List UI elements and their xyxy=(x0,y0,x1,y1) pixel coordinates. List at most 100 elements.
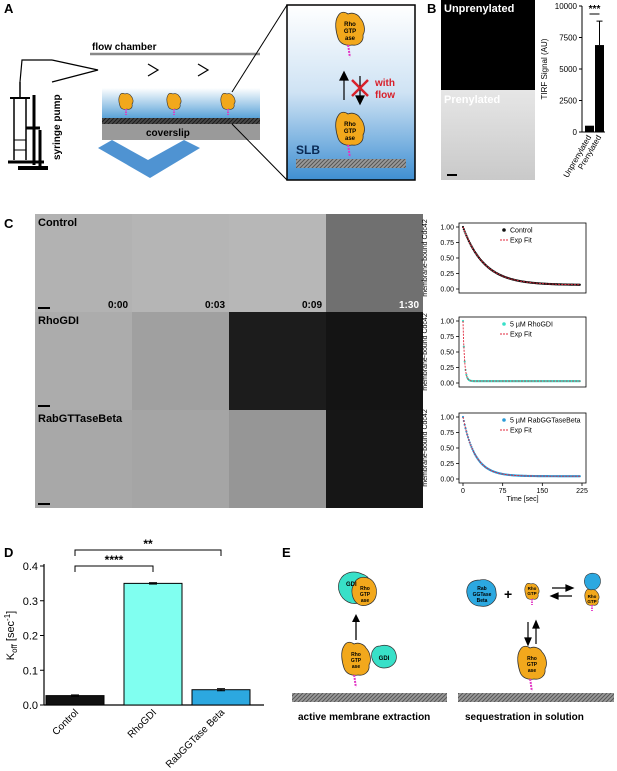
coverslip-slab xyxy=(102,124,260,140)
bar xyxy=(123,582,183,706)
y-axis-label: membrane-bound Cdc42 xyxy=(422,409,429,487)
vertical-exchange-arrows-icon xyxy=(524,619,540,647)
inlet-tube xyxy=(51,59,99,83)
timepoint-label: 0:03 xyxy=(205,300,225,311)
x-tick-label: RabGGTase Beta xyxy=(164,707,228,771)
micrograph-tile xyxy=(326,312,423,410)
legend-marker xyxy=(502,322,506,326)
micrograph-tile xyxy=(132,312,229,410)
with-flow-label: flow xyxy=(375,90,395,101)
timepoint-label: 1:30 xyxy=(399,300,419,311)
x-tick-label: 150 xyxy=(536,488,548,495)
y-tick-label: 0.2 xyxy=(23,631,38,643)
svg-text:Rho: Rho xyxy=(344,122,356,128)
svg-text:Rho: Rho xyxy=(527,656,537,662)
svg-text:GDI: GDI xyxy=(346,582,357,588)
data-point xyxy=(578,283,581,286)
svg-text:GTP: GTP xyxy=(527,591,536,596)
svg-text:GTP: GTP xyxy=(587,599,596,604)
timepoint-label: 0:00 xyxy=(108,300,128,311)
tirf-beam xyxy=(98,140,200,178)
y-tick-label: 0.50 xyxy=(440,446,454,453)
rho-protein-top-icon: Rho GTP ase xyxy=(334,11,366,58)
rho-protein-icon: Rho GTP ase xyxy=(340,641,372,688)
y-tick-label: 0.25 xyxy=(440,365,454,372)
svg-text:GTP: GTP xyxy=(351,658,362,664)
y-tick-label: 0.00 xyxy=(440,381,454,388)
y-tick-label: 0.00 xyxy=(440,287,454,294)
fit-line xyxy=(462,416,581,477)
svg-text:GTP: GTP xyxy=(360,592,371,598)
legend-label: Control xyxy=(510,228,533,235)
svg-text:Rab: Rab xyxy=(477,586,486,592)
y-tick-label: 0.3 xyxy=(23,596,38,608)
y-tick-label: 0.00 xyxy=(440,477,454,484)
unprenylated-label: Unprenylated xyxy=(444,3,514,15)
zoom-line xyxy=(231,123,288,181)
legend-fit-label: Exp Fit xyxy=(510,428,532,435)
x-tick-label: 225 xyxy=(576,488,588,495)
svg-text:Rho: Rho xyxy=(588,594,597,599)
left-caption: active membrane extraction xyxy=(298,712,430,723)
timepoint-label: 0:09 xyxy=(302,300,322,311)
svg-text:ase: ase xyxy=(345,36,356,42)
y-tick-label: 0 xyxy=(573,128,578,137)
y-axis-label: membrane-bound Cdc42 xyxy=(422,219,429,297)
flow-chamber-label: flow chamber xyxy=(92,42,157,53)
legend-label: 5 µM RabGGTaseBeta xyxy=(510,418,581,425)
y-tick-label: 2500 xyxy=(559,97,577,106)
y-axis-label: Koff [sec-1] xyxy=(3,611,19,661)
significance-label: **** xyxy=(105,553,124,567)
y-tick-label: 0.25 xyxy=(440,271,454,278)
panel-letter-d: D xyxy=(4,545,13,560)
y-tick-label: 0.75 xyxy=(440,430,454,437)
x-tick-label: RhoGDI xyxy=(126,707,159,740)
y-tick-label: 0.1 xyxy=(23,665,38,677)
svg-text:ase: ase xyxy=(528,668,537,674)
svg-text:Rho: Rho xyxy=(344,22,356,28)
y-tick-label: 1.00 xyxy=(440,415,454,422)
up-arrow-icon xyxy=(352,614,360,640)
syringe-pump-label: syringe pump xyxy=(52,94,63,160)
micrograph-tile xyxy=(35,312,132,410)
rho-rabggtase-complex-icon: Rho GTP xyxy=(583,572,601,612)
rho-protein-icon: Rho GTP ase xyxy=(516,645,548,692)
y-tick-label: 0.75 xyxy=(440,240,454,247)
significance-label: *** xyxy=(589,4,601,15)
panel-e: E active membrane extraction GDI Rho GTP… xyxy=(282,545,614,723)
y-tick-label: 1.00 xyxy=(440,319,454,326)
y-tick-label: 0.50 xyxy=(440,350,454,357)
rho-gdi-complex-icon: GDI Rho GTP ase xyxy=(338,571,377,606)
tirf-label: TIRF xyxy=(134,145,152,154)
svg-text:GDI: GDI xyxy=(379,656,390,662)
zoom-line xyxy=(231,4,288,93)
rho-protein-icon: Rho GTP xyxy=(523,582,540,606)
micrograph-tile xyxy=(35,410,132,508)
x-tick-label: 0 xyxy=(461,488,465,495)
bar xyxy=(585,125,594,132)
x-tick-label: Control xyxy=(51,707,82,738)
flow-arrow-icon xyxy=(197,63,210,77)
legend-label: 5 µM RhoGDI xyxy=(510,322,553,329)
significance-bracket xyxy=(74,565,154,572)
significance-label: ** xyxy=(143,537,153,551)
right-caption: sequestration in solution xyxy=(465,712,584,723)
panel-b: B Unprenylated Prenylated 02500500075001… xyxy=(427,0,605,180)
legend-fit-label: Exp Fit xyxy=(510,332,532,339)
rabggtase-protein-icon: Rab GGTase Beta xyxy=(466,579,497,607)
row-label: RabGTTaseBeta xyxy=(38,413,123,425)
legend-fit-label: Exp Fit xyxy=(510,238,532,245)
micrograph-tile xyxy=(229,214,326,312)
coverslip-label: coverslip xyxy=(146,128,190,139)
micrograph-tile xyxy=(35,214,132,312)
svg-text:ase: ase xyxy=(345,136,356,142)
micrograph-tile xyxy=(132,214,229,312)
y-tick-label: 10000 xyxy=(555,2,578,11)
gdi-protein-icon: GDI xyxy=(371,644,397,669)
syringe-pump-icon xyxy=(8,59,52,170)
slb-label: SLB xyxy=(296,143,320,157)
